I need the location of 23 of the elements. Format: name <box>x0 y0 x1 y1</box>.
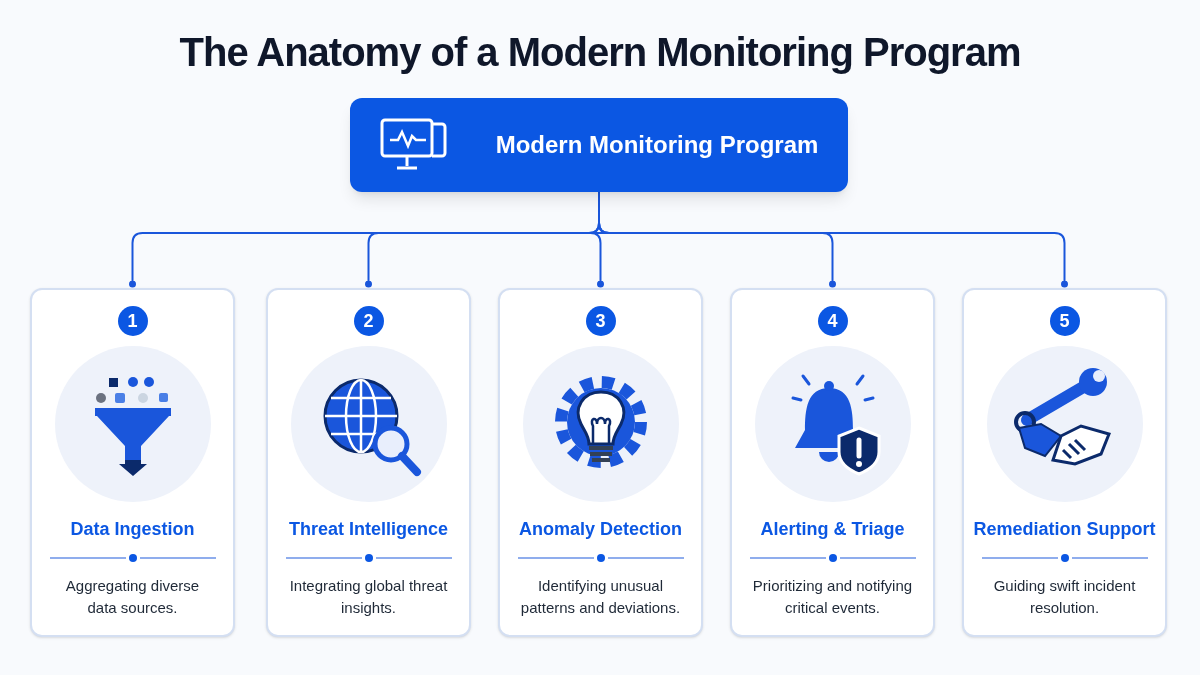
card-title: Alerting & Triage <box>760 518 905 541</box>
header-text: Modern Monitoring Program <box>495 130 819 160</box>
step-card <box>962 288 1167 637</box>
step-number-badge: 1 <box>117 306 148 336</box>
step-card <box>730 288 935 637</box>
step-number-badge: 3 <box>585 306 616 336</box>
diagram-title: The Anatomy of a Modern Monitoring Program <box>179 29 1021 76</box>
card-description: Aggregating diverse data sources. <box>64 576 201 618</box>
step-card <box>30 288 235 637</box>
card-title: Threat Intelligence <box>288 518 448 541</box>
card-description: Integrating global threat insights. <box>288 576 449 618</box>
card-description: Prioritizing and notifying critical events. <box>751 576 914 618</box>
step-number-badge: 2 <box>353 306 384 336</box>
card-title: Remediation Support <box>973 518 1156 541</box>
card-description: Identifying unusual patterns and deviations. <box>519 576 682 618</box>
program-header-box <box>350 98 848 192</box>
card-title: Anomaly Detection <box>519 518 682 541</box>
step-card <box>498 288 703 637</box>
card-title: Data Ingestion <box>70 518 195 541</box>
step-number-badge: 4 <box>817 306 848 336</box>
step-card <box>266 288 471 637</box>
card-description: Guiding swift incident resolution. <box>992 576 1137 618</box>
step-number-badge: 5 <box>1049 306 1080 336</box>
